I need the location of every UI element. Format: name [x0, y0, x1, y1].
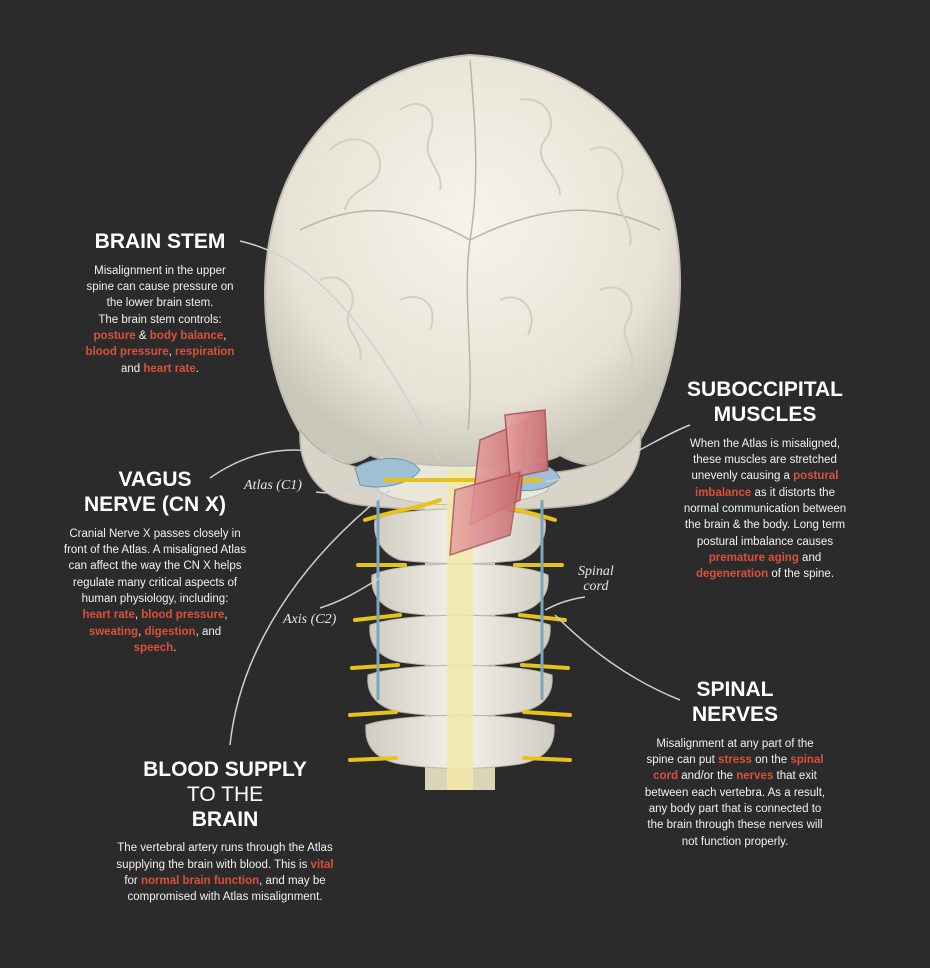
atlas-label: Atlas (C1) — [244, 478, 302, 493]
vagus-nerve-callout: VAGUS NERVE (CN X) Cranial Nerve X passe… — [40, 468, 270, 656]
blood-supply-callout: BLOOD SUPPLY TO THE BRAIN The vertebral … — [70, 758, 380, 906]
brain-stem-text: Misalignment in the upper spine can caus… — [85, 264, 235, 375]
blood-supply-text: The vertebral artery runs through the At… — [116, 842, 334, 904]
suboccipital-callout: SUBOCCIPITAL MUSCLES When the Atlas is m… — [660, 378, 870, 582]
spinal-nerves-text: Misalignment at any part of the spine ca… — [644, 737, 826, 848]
axis-label: Axis (C2) — [283, 612, 337, 627]
spinal-nerves-title: SPINAL NERVES — [692, 678, 778, 726]
blood-supply-title: BLOOD SUPPLY TO THE BRAIN — [143, 758, 307, 831]
vagus-title: VAGUS NERVE (CN X) — [84, 468, 226, 516]
suboccipital-title: SUBOCCIPITAL MUSCLES — [687, 378, 843, 426]
skull — [264, 53, 681, 511]
brain-stem-title: BRAIN STEM — [94, 230, 226, 253]
cervical-spine — [348, 409, 572, 790]
spinal-nerves-callout: SPINAL NERVES Misalignment at any part o… — [615, 678, 855, 850]
spinal-cord-label: Spinal cord — [578, 564, 614, 595]
vagus-text: Cranial Nerve X passes closely in front … — [63, 527, 247, 654]
brain-stem-callout: BRAIN STEM Misalignment in the upper spi… — [55, 230, 265, 377]
leader-lines — [209, 240, 691, 746]
suboccipital-text: When the Atlas is misaligned, these musc… — [683, 437, 847, 581]
